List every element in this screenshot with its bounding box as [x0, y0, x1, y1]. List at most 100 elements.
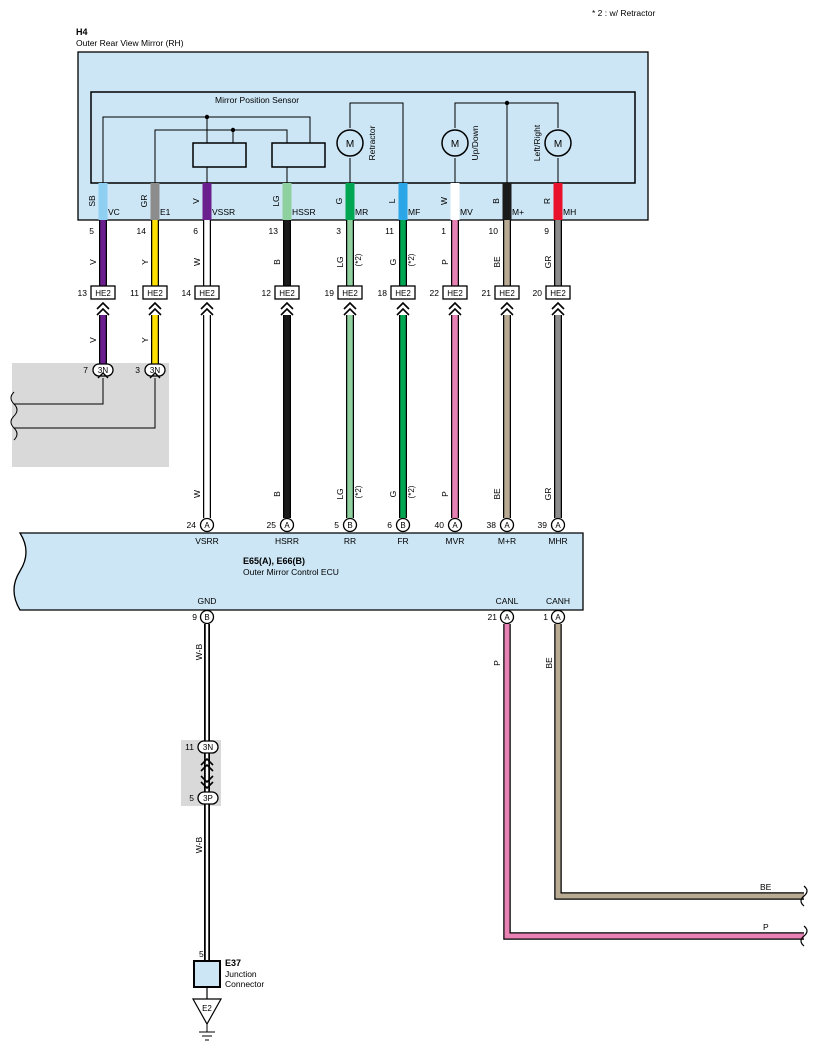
svg-text:11: 11: [185, 742, 194, 752]
junction-dot: [504, 100, 510, 106]
circuit-vc-top-color: SB: [87, 195, 97, 207]
circuit-vc-mirror-pin: 5: [89, 226, 94, 236]
circuit-mv-top-color: W: [439, 197, 449, 205]
circuit-mh-ecu-pin: 39: [538, 520, 548, 530]
retractor-note: * 2 : w/ Retractor: [592, 8, 655, 18]
circuit-mh-he2-code: HE2: [550, 289, 566, 298]
circuit-vc-end-arrow: [97, 372, 109, 379]
circuit-mr-he2-arrow: [343, 307, 357, 316]
circuit-mh-he2-box: [545, 285, 571, 300]
ecu-code: E65(A), E66(B): [243, 556, 305, 566]
canl-ecu-connector: [499, 609, 515, 625]
circuit-mh-he2-pin: 20: [533, 288, 543, 298]
circuit-vssr-ecu-terminal: VSRR: [195, 536, 219, 546]
circuit-e1-terminal: E1: [160, 207, 171, 217]
circuit-vssr-he2-code: HE2: [199, 289, 215, 298]
mirror-component-box: [77, 51, 649, 221]
circuit-mf-ecu-terminal: FR: [397, 536, 408, 546]
circuit-mv-top-stub: [450, 183, 460, 220]
circuit-hssr-ecu-connector-code: A: [284, 521, 290, 530]
circuit-mr-ecu-connector: [342, 517, 358, 533]
circuit-mv-ecu-connector: [447, 517, 463, 533]
junction-dot: [230, 127, 236, 133]
circuit-mr-mid-color: LG: [335, 256, 345, 267]
canh-end-label: BE: [760, 882, 772, 892]
circuit-mv-mirror-pin: 1: [441, 226, 446, 236]
ecu-component-box: [13, 532, 584, 611]
circuit-mr-lower-color: LG: [335, 488, 345, 499]
svg-text:3P: 3P: [203, 794, 213, 803]
circuit-mplus-he2-code: HE2: [499, 289, 515, 298]
circuit-vssr-ecu-pin: 24: [187, 520, 197, 530]
svg-text:M: M: [554, 139, 562, 150]
circuit-e1-end-connector: [144, 363, 166, 377]
circuit-mr-star-note-lower: (*2): [354, 485, 363, 498]
circuit-vc-he2-pin: 13: [78, 288, 88, 298]
circuit-mplus-ecu-connector-code: A: [504, 521, 510, 530]
circuit-e1-top-stub: [150, 183, 160, 220]
canh-wire-color: BE: [544, 657, 554, 669]
canl-ecu-pin: 21: [488, 612, 498, 622]
circuit-mf-star-note: (*2): [407, 253, 416, 266]
circuit-mf-he2-code: HE2: [395, 289, 411, 298]
circuit-mv-ecu-connector-code: A: [452, 521, 458, 530]
labels-layer: SBVC5VHE213V3N7GRE114YHE211Y3N3VVSSR6WHE…: [78, 195, 576, 625]
retractor-motor: M Retractor: [336, 125, 377, 160]
canh-ecu-pin: 1: [543, 612, 548, 622]
circuit-mh-terminal: MH: [563, 207, 576, 217]
circuit-vc-top-stub: [98, 183, 108, 220]
circuit-mv-lower-color: P: [440, 491, 450, 497]
circuit-mf-ecu-pin: 6: [387, 520, 392, 530]
circuit-mh-top-stub: [553, 183, 563, 220]
circuit-mh-he2-arrow: [551, 301, 565, 310]
circuit-mf-top-stub: [398, 183, 408, 220]
e37-name-line1: Junction: [225, 969, 257, 979]
circuit-mv-he2-pin: 22: [430, 288, 440, 298]
circuit-mh-ecu-terminal: MHR: [548, 536, 567, 546]
circuit-mr-mirror-pin: 3: [336, 226, 341, 236]
circuit-mf-top-color: L: [387, 198, 397, 203]
circuit-mv-he2-box: [442, 285, 468, 300]
leftright-motor: M Left/Right: [532, 124, 572, 161]
circuit-hssr-he2-code: HE2: [279, 289, 295, 298]
svg-text:Left/Right: Left/Right: [532, 124, 542, 161]
connector-3p: 3P 5: [189, 791, 219, 805]
circuit-mplus-mid-color: BE: [492, 256, 502, 268]
circuit-e1-end-arrow: [149, 372, 161, 379]
circuit-vc-mid-color: V: [88, 259, 98, 265]
circuit-mr-ecu-pin: 5: [334, 520, 339, 530]
circuit-hssr-lower-color: B: [272, 491, 282, 497]
connector-arrow: [200, 757, 214, 790]
wires-layer: [98, 183, 563, 518]
external-wires: [10, 378, 156, 441]
canl-wire-color: P: [492, 660, 502, 666]
updown-motor: M Up/Down: [441, 125, 480, 160]
circuit-hssr-terminal: HSSR: [292, 207, 316, 217]
circuit-mh-top-color: R: [542, 198, 552, 204]
circuit-e1-he2-arrow: [148, 301, 162, 310]
canh-ecu-connector-code: A: [555, 613, 561, 622]
circuit-vssr-he2-pin: 14: [182, 288, 192, 298]
circuit-mplus-ecu-terminal: M+R: [498, 536, 516, 546]
canl-end-label: P: [763, 922, 769, 932]
circuit-mf-he2-pin: 18: [378, 288, 388, 298]
circuit-e1-lower-color: Y: [140, 337, 150, 343]
circuit-mf-ecu-connector-code: B: [400, 521, 405, 530]
circuit-mh-mid-color: GR: [543, 256, 553, 269]
circuit-mr-ecu-connector-code: B: [347, 521, 352, 530]
circuit-e1-mirror-pin: 14: [137, 226, 147, 236]
circuit-e1-he2-box: [142, 285, 168, 300]
circuit-vc-end-connector: [92, 363, 114, 377]
circuit-e1-end-pin: 3: [135, 365, 140, 375]
ground-code: E2: [202, 1004, 212, 1013]
e37-connector: [193, 960, 221, 988]
circuit-e1-he2-pin: 11: [130, 288, 139, 298]
circuit-mplus-he2-arrow: [500, 301, 514, 310]
circuit-mh-mirror-pin: 9: [544, 226, 549, 236]
circuit-mv-terminal: MV: [460, 207, 473, 217]
wire-break-icon: [800, 885, 808, 947]
canl-ecu-connector-code: A: [504, 613, 510, 622]
svg-text:Retractor: Retractor: [367, 125, 377, 160]
gnd-ecu-connector-code: B: [204, 613, 209, 622]
